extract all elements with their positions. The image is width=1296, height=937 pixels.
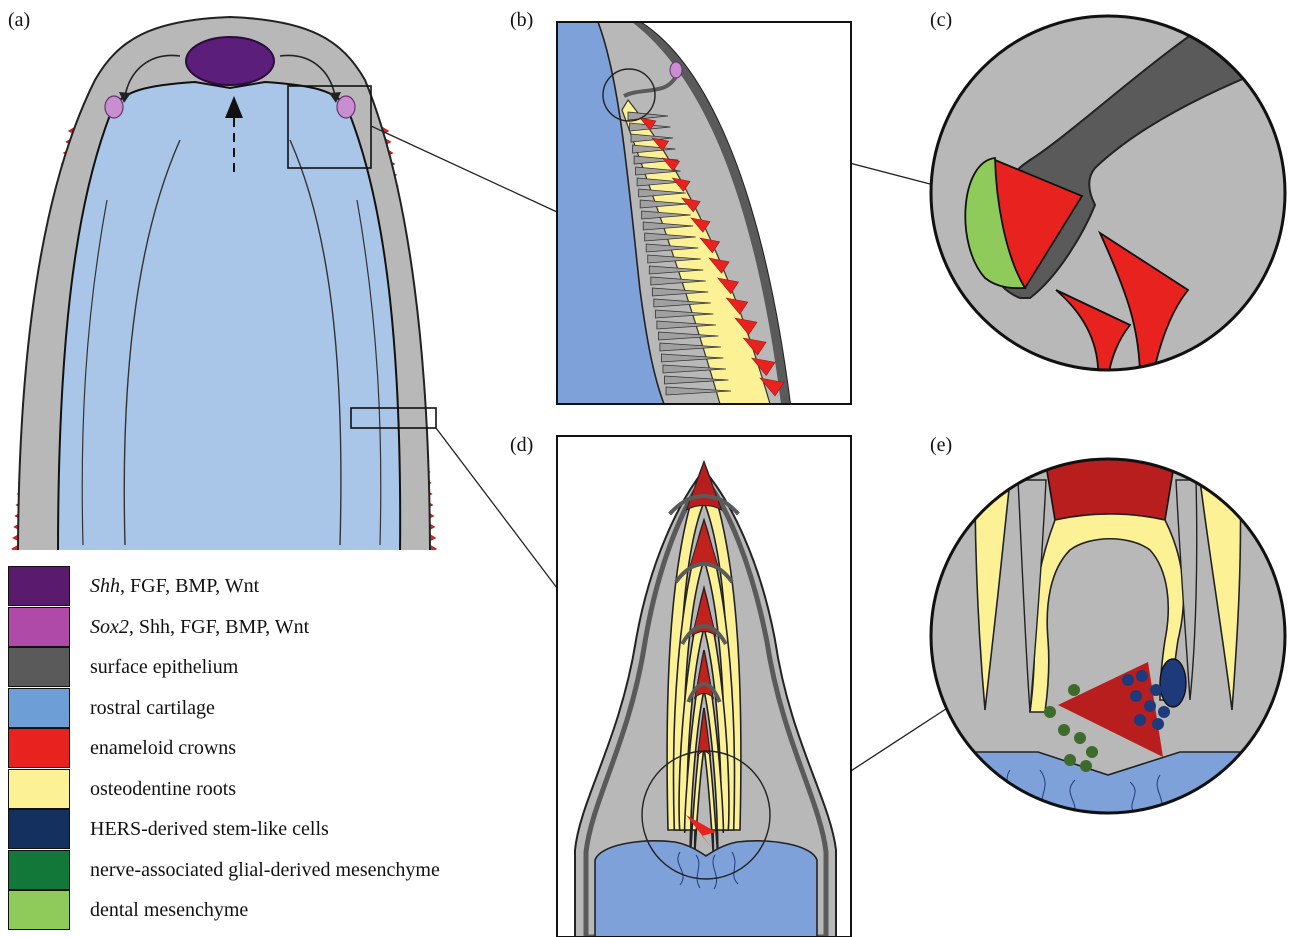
hers-derived-cell [1150, 684, 1162, 696]
hers-derived-cell [1158, 706, 1170, 718]
legend-item: dental mesenchyme [8, 890, 568, 930]
legend-swatch [8, 769, 70, 809]
legend-swatch [8, 688, 70, 728]
rostral-cartilage-a [58, 82, 400, 555]
legend-label: surface epithelium [90, 656, 238, 679]
connector-a-d-top [436, 428, 557, 588]
panel-b-denticle-series [557, 22, 851, 404]
legend-swatch [8, 890, 70, 930]
legend-label: dental mesenchyme [90, 899, 248, 922]
legend-label: Shh, FGF, BMP, Wnt [90, 575, 259, 598]
legend-label: rostral cartilage [90, 697, 215, 720]
legend-swatch [8, 647, 70, 687]
glial-derived-cell [1080, 760, 1092, 772]
legend-item: HERS-derived stem-like cells [8, 809, 568, 849]
legend-item: Sox2, Shh, FGF, BMP, Wnt [8, 607, 568, 647]
glial-derived-cell [1044, 706, 1056, 718]
legend-item: osteodentine roots [8, 769, 568, 809]
signalling-centre-shh [186, 37, 274, 85]
legend-swatch [8, 728, 70, 768]
panel-label-e: (e) [930, 434, 952, 457]
sox2-cells-right [337, 96, 355, 118]
legend-label: enameloid crowns [90, 737, 236, 760]
panel-a-rostrum [11, 17, 438, 565]
legend-item: nerve-associated glial-derived mesenchym… [8, 850, 568, 890]
panel-label-d: (d) [510, 434, 533, 457]
rostral-cartilage-d [595, 841, 817, 937]
enameloid-denticle [11, 554, 21, 565]
sox2-cells-b [670, 62, 682, 78]
hers-derived-cell [1144, 700, 1156, 712]
panel-c-bud [930, 0, 1290, 380]
legend-item: surface epithelium [8, 647, 568, 687]
legend-swatch [8, 607, 70, 647]
glial-derived-cell [1068, 684, 1080, 696]
hers-stem-like-cells-large [1160, 659, 1186, 707]
legend-swatch [8, 850, 70, 890]
glial-derived-cell [1074, 732, 1086, 744]
glial-derived-cell [1064, 754, 1076, 766]
panel-label-b: (b) [510, 9, 533, 32]
glial-derived-cell [1086, 746, 1098, 758]
legend-label: nerve-associated glial-derived mesenchym… [90, 859, 440, 882]
hers-derived-cell [1122, 674, 1134, 686]
hers-derived-cell [1134, 714, 1146, 726]
panel-d-denticle-section [557, 436, 851, 937]
legend-swatch [8, 809, 70, 849]
legend-item: Shh, FGF, BMP, Wnt [8, 566, 568, 606]
legend-swatch [8, 566, 70, 606]
hers-derived-cell [1136, 670, 1148, 682]
legend-label: Sox2, Shh, FGF, BMP, Wnt [90, 616, 309, 639]
legend-label: HERS-derived stem-like cells [90, 818, 329, 841]
enameloid-denticle [428, 554, 438, 565]
glial-derived-cell [1058, 724, 1070, 736]
enameloid-crown-e [1045, 459, 1175, 520]
sox2-cells-left [105, 96, 123, 118]
panel-label-c: (c) [930, 9, 952, 32]
hers-derived-cell [1130, 690, 1142, 702]
legend-item: enameloid crowns [8, 728, 568, 768]
legend-label: osteodentine roots [90, 778, 236, 801]
legend-item: rostral cartilage [8, 688, 568, 728]
panel-label-a: (a) [8, 9, 30, 32]
hers-derived-cell [1152, 718, 1164, 730]
